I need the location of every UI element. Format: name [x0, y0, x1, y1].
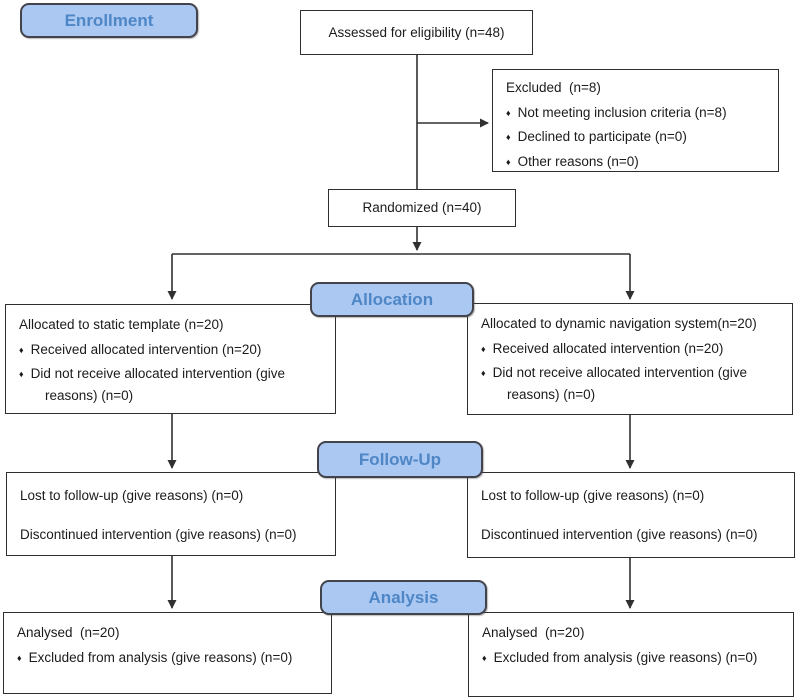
bullet-icon: ♦ [17, 652, 22, 663]
list-item: ♦ Excluded from analysis (give reasons) (… [482, 647, 783, 669]
allocation-right-title: Allocated to dynamic navigation system(n… [481, 316, 757, 331]
bullet-text: Excluded from analysis (give reasons) (n… [493, 649, 758, 665]
stage-label-allocation: Allocation [310, 282, 474, 317]
list-item: ♦ Other reasons (n=0) [506, 151, 768, 173]
list-item: ♦ Received allocated intervention (n=20) [19, 339, 325, 361]
box-analysis-left: Analysed (n=20) ♦ Excluded from analysis … [3, 612, 332, 694]
box-allocation-static-template: Allocated to static template (n=20) ♦ Rec… [5, 304, 336, 414]
assessed-text: Assessed for eligibility (n=48) [328, 24, 505, 40]
list-item: ♦ Did not receive allocated intervention … [19, 363, 325, 406]
bullet-text: Not meeting inclusion criteria (n=8) [517, 104, 727, 120]
randomized-text: Randomized (n=40) [362, 200, 482, 216]
box-allocation-dynamic-navigation: Allocated to dynamic navigation system(n… [467, 303, 793, 415]
box-followup-right: Lost to follow-up (give reasons) (n=0) D… [467, 472, 795, 558]
bullet-text: Did not receive allocated intervention (… [30, 366, 285, 403]
excluded-title: Excluded (n=8) [506, 80, 601, 95]
stage-label-analysis: Analysis [320, 580, 487, 615]
bullet-icon: ♦ [506, 156, 511, 167]
bullet-icon: ♦ [481, 343, 486, 354]
followup-line: Discontinued intervention (give reasons)… [20, 526, 297, 542]
bullet-icon: ♦ [506, 107, 511, 118]
list-item: ♦ Not meeting inclusion criteria (n=8) [506, 102, 768, 124]
list-item: ♦ Excluded from analysis (give reasons) (… [17, 647, 321, 669]
followup-line: Discontinued intervention (give reasons)… [481, 526, 758, 542]
analysis-left-title: Analysed (n=20) [17, 625, 120, 640]
box-analysis-right: Analysed (n=20) ♦ Excluded from analysis … [468, 612, 794, 697]
stage-label-enrollment: Enrollment [20, 3, 198, 38]
box-randomized: Randomized (n=40) [328, 189, 516, 227]
followup-line: Lost to follow-up (give reasons) (n=0) [481, 488, 705, 503]
bullet-icon: ♦ [482, 652, 487, 663]
list-item: ♦ Declined to participate (n=0) [506, 126, 768, 148]
bullet-icon: ♦ [481, 368, 486, 379]
analysis-right-title: Analysed (n=20) [482, 625, 585, 640]
box-excluded: Excluded (n=8) ♦ Not meeting inclusion cr… [492, 69, 779, 172]
bullet-text: Received allocated intervention (n=20) [492, 340, 724, 356]
bullet-icon: ♦ [19, 369, 24, 380]
bullet-icon: ♦ [506, 132, 511, 143]
allocation-left-title: Allocated to static template (n=20) [19, 317, 224, 332]
bullet-icon: ♦ [19, 344, 24, 355]
bullet-text: Other reasons (n=0) [517, 153, 639, 169]
bullet-text: Received allocated intervention (n=20) [30, 341, 262, 357]
box-assessed-eligibility: Assessed for eligibility (n=48) [300, 10, 533, 55]
stage-label-follow-up: Follow-Up [317, 441, 483, 478]
list-item: ♦ Did not receive allocated intervention … [481, 362, 782, 405]
list-item: ♦ Received allocated intervention (n=20) [481, 338, 782, 360]
followup-line: Lost to follow-up (give reasons) (n=0) [20, 488, 244, 503]
bullet-text: Did not receive allocated intervention (… [492, 365, 747, 402]
bullet-text: Excluded from analysis (give reasons) (n… [28, 649, 293, 665]
bullet-text: Declined to participate (n=0) [517, 129, 687, 145]
box-followup-left: Lost to follow-up (give reasons) (n=0) D… [6, 472, 336, 556]
